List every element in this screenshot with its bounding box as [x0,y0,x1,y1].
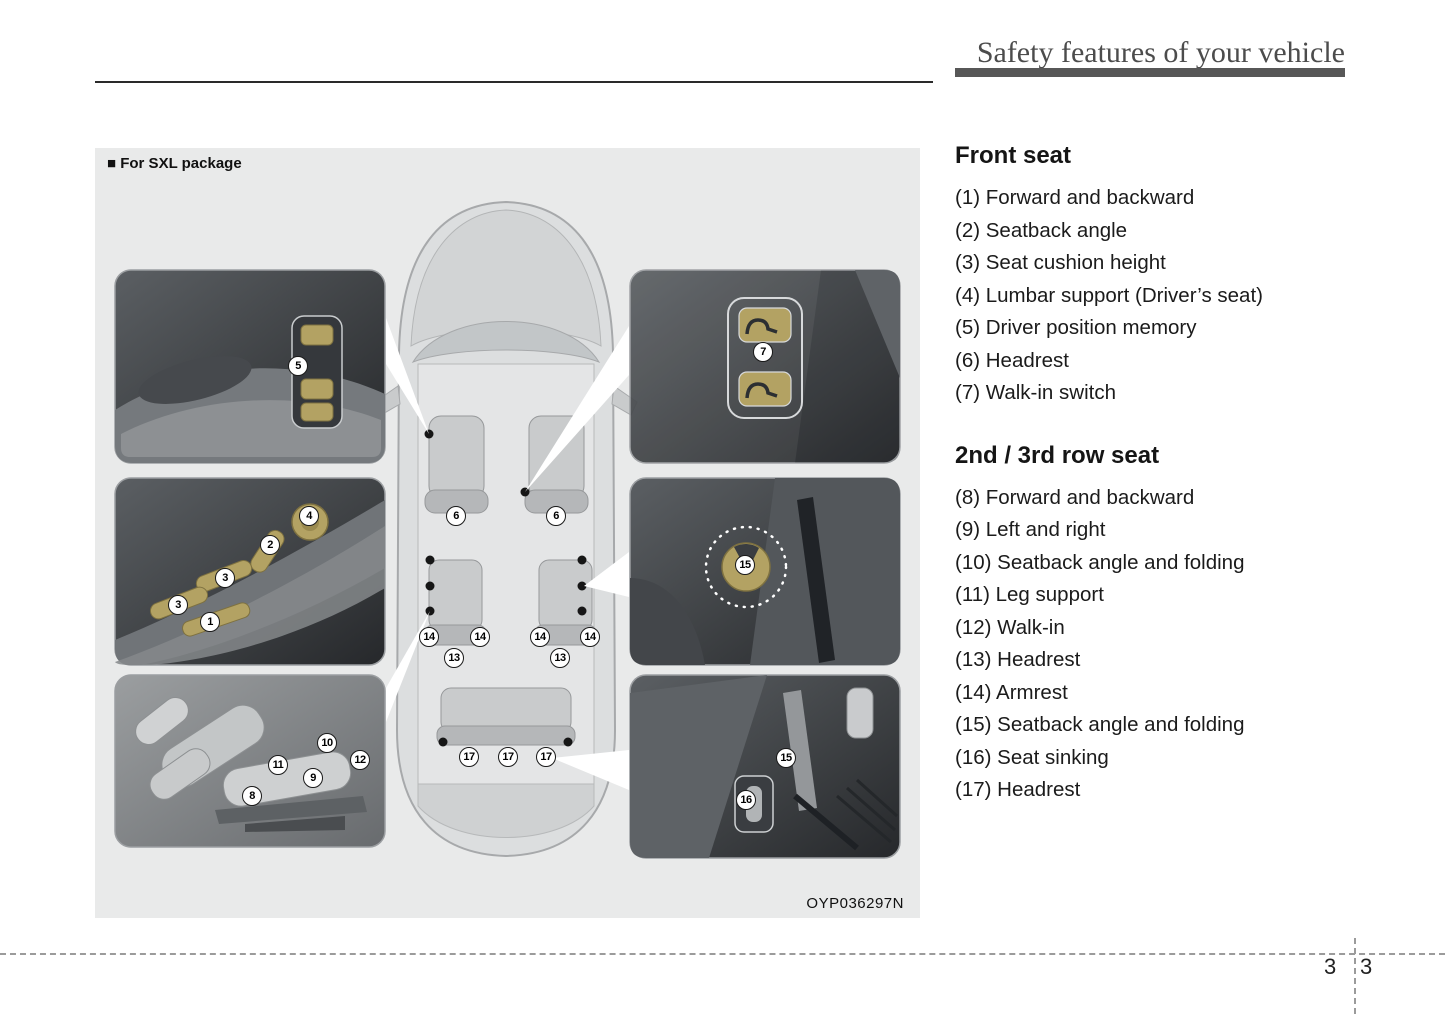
marker-3b: 3 [168,595,188,615]
legend-item-5: (5) Driver position memory [955,316,1197,339]
header-accent-bar [955,68,1345,77]
marker-17b: 17 [498,747,518,767]
marker-1: 1 [200,612,220,632]
leg-support-side [149,748,211,800]
marker-14a: 14 [419,627,439,647]
marker-14d: 14 [580,627,600,647]
marker-15b: 15 [776,748,796,768]
legend-item-16: (16) Seat sinking [955,745,1109,769]
row23-seat-heading: 2nd / 3rd row seat [955,441,1160,469]
marker-5: 5 [288,356,308,376]
third-row-bench [436,687,576,746]
marker-7: 7 [753,342,773,362]
legend-column: Front seat (1) Forward and backward (2) … [955,142,1395,807]
callout-box-rear-seat-side [114,674,386,848]
figure-code: OYP036297N [806,895,904,912]
header-rule [95,81,933,83]
callout-box-seat-controls [114,477,386,666]
marker-13b: 13 [550,648,570,668]
marker-6a: 6 [446,506,466,526]
car-top-view [374,200,638,858]
legend-item-11: (11) Leg support [955,583,1104,606]
legend-item-8: (8) Forward and backward [955,485,1195,509]
legend-item-14: (14) Armrest [955,680,1068,704]
marker-3a: 3 [215,568,235,588]
windshield [411,321,601,363]
legend-item-13: (13) Headrest [955,648,1081,671]
marker-6b: 6 [546,506,566,526]
marker-9: 9 [303,768,323,788]
marker-8: 8 [242,786,262,806]
marker-17a: 17 [459,747,479,767]
footer-dashed-rule [0,953,1445,955]
seat-belt-strap [797,497,835,663]
dotted-highlight-circle [704,525,788,609]
callout-box-seat-sinking [629,674,901,859]
marker-16: 16 [736,790,756,810]
legend-item-3: (3) Seat cushion height [955,251,1166,274]
marker-4: 4 [299,506,319,526]
row23-seat-list: (8) Forward and backward (9) Left and ri… [955,482,1395,807]
legend-item-6: (6) Headrest [955,348,1069,372]
marker-14c: 14 [530,627,550,647]
door-handle [138,356,252,404]
callout-box-seatback-lever [629,477,901,666]
front-seat-heading: Front seat [955,142,1072,169]
legend-item-4: (4) Lumbar support (Driver’s seat) [955,283,1263,307]
legend-item-1: (1) Forward and backward [955,186,1195,209]
marker-15a: 15 [735,555,755,575]
marker-11: 11 [268,755,288,775]
marker-17c: 17 [536,747,556,767]
marker-13a: 13 [444,648,464,668]
callout-box-driver-memory [114,269,386,464]
legend-item-17: (17) Headrest [955,778,1081,801]
seat-location-diagram [114,200,901,859]
callout-box-walkin-switch [629,269,901,464]
fold-strap [783,690,817,811]
seat-headrest-side [135,697,189,745]
marker-12: 12 [350,750,370,770]
marker-14b: 14 [470,627,490,647]
legend-item-2: (2) Seatback angle [955,218,1128,242]
legend-item-9: (9) Left and right [955,518,1106,541]
footer-vertical-dashed-rule [1354,938,1356,1014]
page-number: 3 [1360,954,1373,979]
legend-item-7: (7) Walk-in switch [955,381,1116,404]
rear-hatch [417,783,595,838]
marker-2: 2 [260,535,280,555]
seat-diagram-panel: ■ For SXL package 5 4 2 3 3 1 10 11 12 9… [95,148,920,918]
front-seat-list: (1) Forward and backward (2) Seatback an… [955,182,1395,410]
page-header-title: Safety features of your vehicle [976,36,1345,69]
walkin-switch-bezel [727,297,803,419]
legend-item-10: (10) Seatback angle and folding [955,550,1245,574]
legend-item-15: (15) Seatback angle and folding [955,713,1245,736]
marker-10: 10 [317,733,337,753]
chapter-number: 3 [1324,954,1337,979]
leader-wedges [386,318,629,790]
connector-dots [424,429,587,747]
package-label: ■ For SXL package [107,155,242,172]
legend-item-12: (12) Walk-in [955,615,1065,639]
